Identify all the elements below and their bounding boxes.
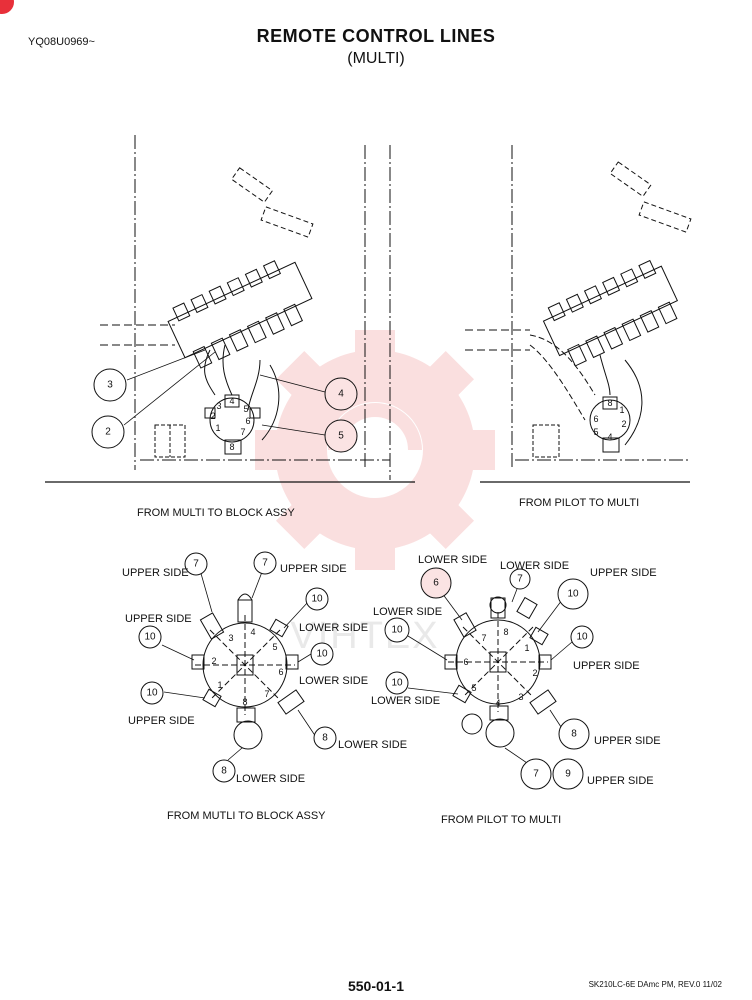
callout-number: 10 xyxy=(316,649,328,660)
callout-number: 5 xyxy=(338,431,344,442)
caption-top-right: FROM PILOT TO MULTI xyxy=(519,497,640,509)
top-right-port-label: 2 xyxy=(621,419,626,429)
page-subtitle: (MULTI) xyxy=(347,50,405,67)
top-left-port-label: 8 xyxy=(229,442,234,452)
callout-number: 2 xyxy=(105,427,111,438)
left-label-upper-side: UPPER SIDE xyxy=(122,567,189,579)
right-label-lower-side: LOWER SIDE xyxy=(418,554,487,566)
callout-number: 8 xyxy=(322,733,328,744)
callout-number: 7 xyxy=(262,558,268,569)
top-right-port-label: 5 xyxy=(593,427,598,437)
callout-number: 10 xyxy=(146,688,158,699)
left-block-port: 3 xyxy=(228,633,233,643)
top-left-port-label: 2 xyxy=(210,411,215,421)
top-left-port-label: 1 xyxy=(215,423,220,433)
callout-number: 10 xyxy=(391,625,403,636)
top-right-assembly xyxy=(465,145,692,483)
callout-number: 8 xyxy=(571,729,577,740)
caption-top-left: FROM MULTI TO BLOCK ASSY xyxy=(137,507,295,519)
left-label-lower-side: LOWER SIDE xyxy=(236,773,305,785)
left-label-lower-side: LOWER SIDE xyxy=(338,739,407,751)
left-block-port: 1 xyxy=(217,680,222,690)
right-block-port: 6 xyxy=(463,657,468,667)
top-left-port-label: 5 xyxy=(243,404,248,414)
right-label-lower-side: LOWER SIDE xyxy=(500,560,569,572)
callout-number: 4 xyxy=(338,389,344,400)
callout-number: 6 xyxy=(433,578,439,589)
right-block-callouts: 6 7 10 10 10 10 8 7 9 xyxy=(384,567,594,790)
right-label-upper-side: UPPER SIDE xyxy=(587,775,654,787)
callout-number: 10 xyxy=(567,589,579,600)
top-left-callouts: 3 2 4 5 xyxy=(91,368,358,453)
page-title: REMOTE CONTROL LINES xyxy=(256,26,496,46)
right-block-port: 7 xyxy=(481,633,486,643)
left-block-port: 4 xyxy=(250,627,255,637)
top-left-port-label: 6 xyxy=(245,416,250,426)
right-block-port: 2 xyxy=(532,668,537,678)
right-block-port: 5 xyxy=(471,683,476,693)
top-left-port-label: 3 xyxy=(216,401,221,411)
top-right-port-label: 1 xyxy=(619,405,624,415)
left-label-upper-side: UPPER SIDE xyxy=(125,613,192,625)
model-reference: SK210LC-6E DAmc PM, REV.0 11/02 xyxy=(588,980,722,989)
left-block-port: 8 xyxy=(242,697,247,707)
callout-number: 8 xyxy=(221,766,227,777)
caption-bottom-right: FROM PILOT TO MULTI xyxy=(441,814,562,826)
callout-number: 10 xyxy=(576,632,588,643)
left-label-upper-side: UPPER SIDE xyxy=(280,563,347,575)
callout-number: 7 xyxy=(533,769,539,780)
left-block-port: 6 xyxy=(278,667,283,677)
page-number: 550-01-1 xyxy=(347,978,405,994)
left-label-lower-side: LOWER SIDE xyxy=(299,622,368,634)
callout-number: 10 xyxy=(144,632,156,643)
callout-number: 7 xyxy=(193,559,199,570)
watermark-gear-icon xyxy=(255,330,495,570)
top-right-port-label: 4 xyxy=(607,432,612,442)
right-label-upper-side: UPPER SIDE xyxy=(590,567,657,579)
right-label-upper-side: UPPER SIDE xyxy=(573,660,640,672)
left-block-port: 5 xyxy=(272,642,277,652)
callout-number: 7 xyxy=(517,574,523,585)
left-label-lower-side: LOWER SIDE xyxy=(299,675,368,687)
callout-number: 3 xyxy=(107,380,113,391)
right-block-port: 8 xyxy=(503,627,508,637)
top-left-port-label: 4 xyxy=(229,396,234,406)
callout-number: 10 xyxy=(391,678,403,689)
right-block-port: 1 xyxy=(524,643,529,653)
top-right-port-label: 8 xyxy=(607,398,612,408)
left-label-upper-side: UPPER SIDE xyxy=(128,715,195,727)
left-block-callouts: 7 7 10 10 10 10 8 8 xyxy=(138,551,337,783)
left-block-port: 2 xyxy=(211,656,216,666)
callout-number: 9 xyxy=(565,769,571,780)
right-label-upper-side: UPPER SIDE xyxy=(594,735,661,747)
bottom-left-block xyxy=(191,593,305,750)
right-label-lower-side: LOWER SIDE xyxy=(371,695,440,707)
document-id: YQ08U0969~ xyxy=(28,36,95,48)
right-label-lower-side: LOWER SIDE xyxy=(373,606,442,618)
caption-bottom-left: FROM MUTLI TO BLOCK ASSY xyxy=(167,810,326,822)
top-left-assembly xyxy=(45,135,415,483)
bottom-right-block xyxy=(444,596,557,748)
right-block-port: 4 xyxy=(495,698,500,708)
callout-number: 10 xyxy=(311,594,323,605)
right-block-port: 3 xyxy=(518,692,523,702)
top-right-port-label: 6 xyxy=(593,414,598,424)
left-block-port: 7 xyxy=(264,689,269,699)
top-left-port-label: 7 xyxy=(240,427,245,437)
